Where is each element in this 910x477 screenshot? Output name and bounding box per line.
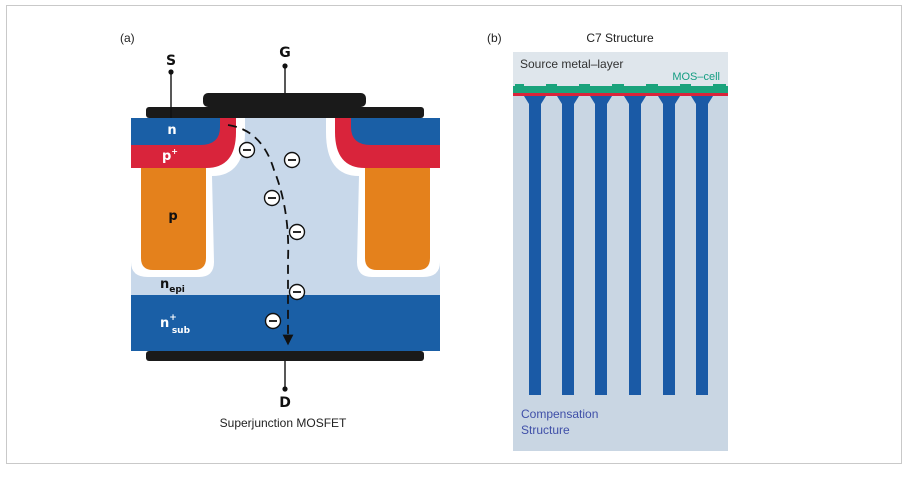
electron-icon [288,223,306,241]
mos-gates [515,84,726,90]
source-terminal-dot [168,69,174,75]
compensation-label-line2: Structure [521,423,570,437]
electrons [238,141,306,330]
red-interface-line [513,93,728,96]
pillar [557,96,579,395]
source-label: S [166,53,176,69]
compensation-label-line1: Compensation [521,407,598,421]
electron-icon [264,312,282,330]
electron-icon [238,141,256,159]
electron-icon [283,151,301,169]
drain-metal [146,351,424,361]
pillar [524,96,546,395]
p-region-label: p [168,209,177,224]
electron-icon [288,283,306,301]
panel-b-title: C7 Structure [586,31,654,45]
gate-electrode [203,93,366,107]
n-epi-label: nepi [160,277,185,295]
electron-flow-path [227,124,294,346]
compensation-pillars [524,96,713,395]
source-metal-layer-b [513,52,728,86]
pillar [624,96,646,395]
source-metal-layer [146,107,424,118]
p-plus-label: p+ [162,147,178,164]
pillar [691,96,713,395]
panel-a: (a) [120,31,440,430]
left-cell [131,118,245,277]
left-n-region [131,118,220,145]
metal-layer-label: Source metal–layer [520,57,623,71]
right-cell [326,118,440,277]
n-region-label: n [167,123,176,138]
drain-label: D [279,395,291,411]
drain-terminal-dot [282,386,288,392]
n-sub-label: n+sub [160,313,191,336]
mos-cell-label: MOS–cell [672,71,720,83]
panel-a-caption: Superjunction MOSFET [220,416,347,430]
right-n-region [351,118,440,145]
panel-a-label: (a) [120,31,135,45]
left-p-pillar [141,168,206,270]
n-sub-region [131,295,440,351]
panel-b-label: (b) [487,31,502,45]
gate-label: G [279,45,291,61]
electron-icon [263,189,281,207]
structure-background [513,52,728,451]
panel-b: (b) C7 Structure Source metal–layer MOS–… [487,31,728,451]
right-p-pillar [365,168,430,270]
gate-terminal-dot [282,63,288,69]
pillar [658,96,680,395]
pillar [590,96,612,395]
